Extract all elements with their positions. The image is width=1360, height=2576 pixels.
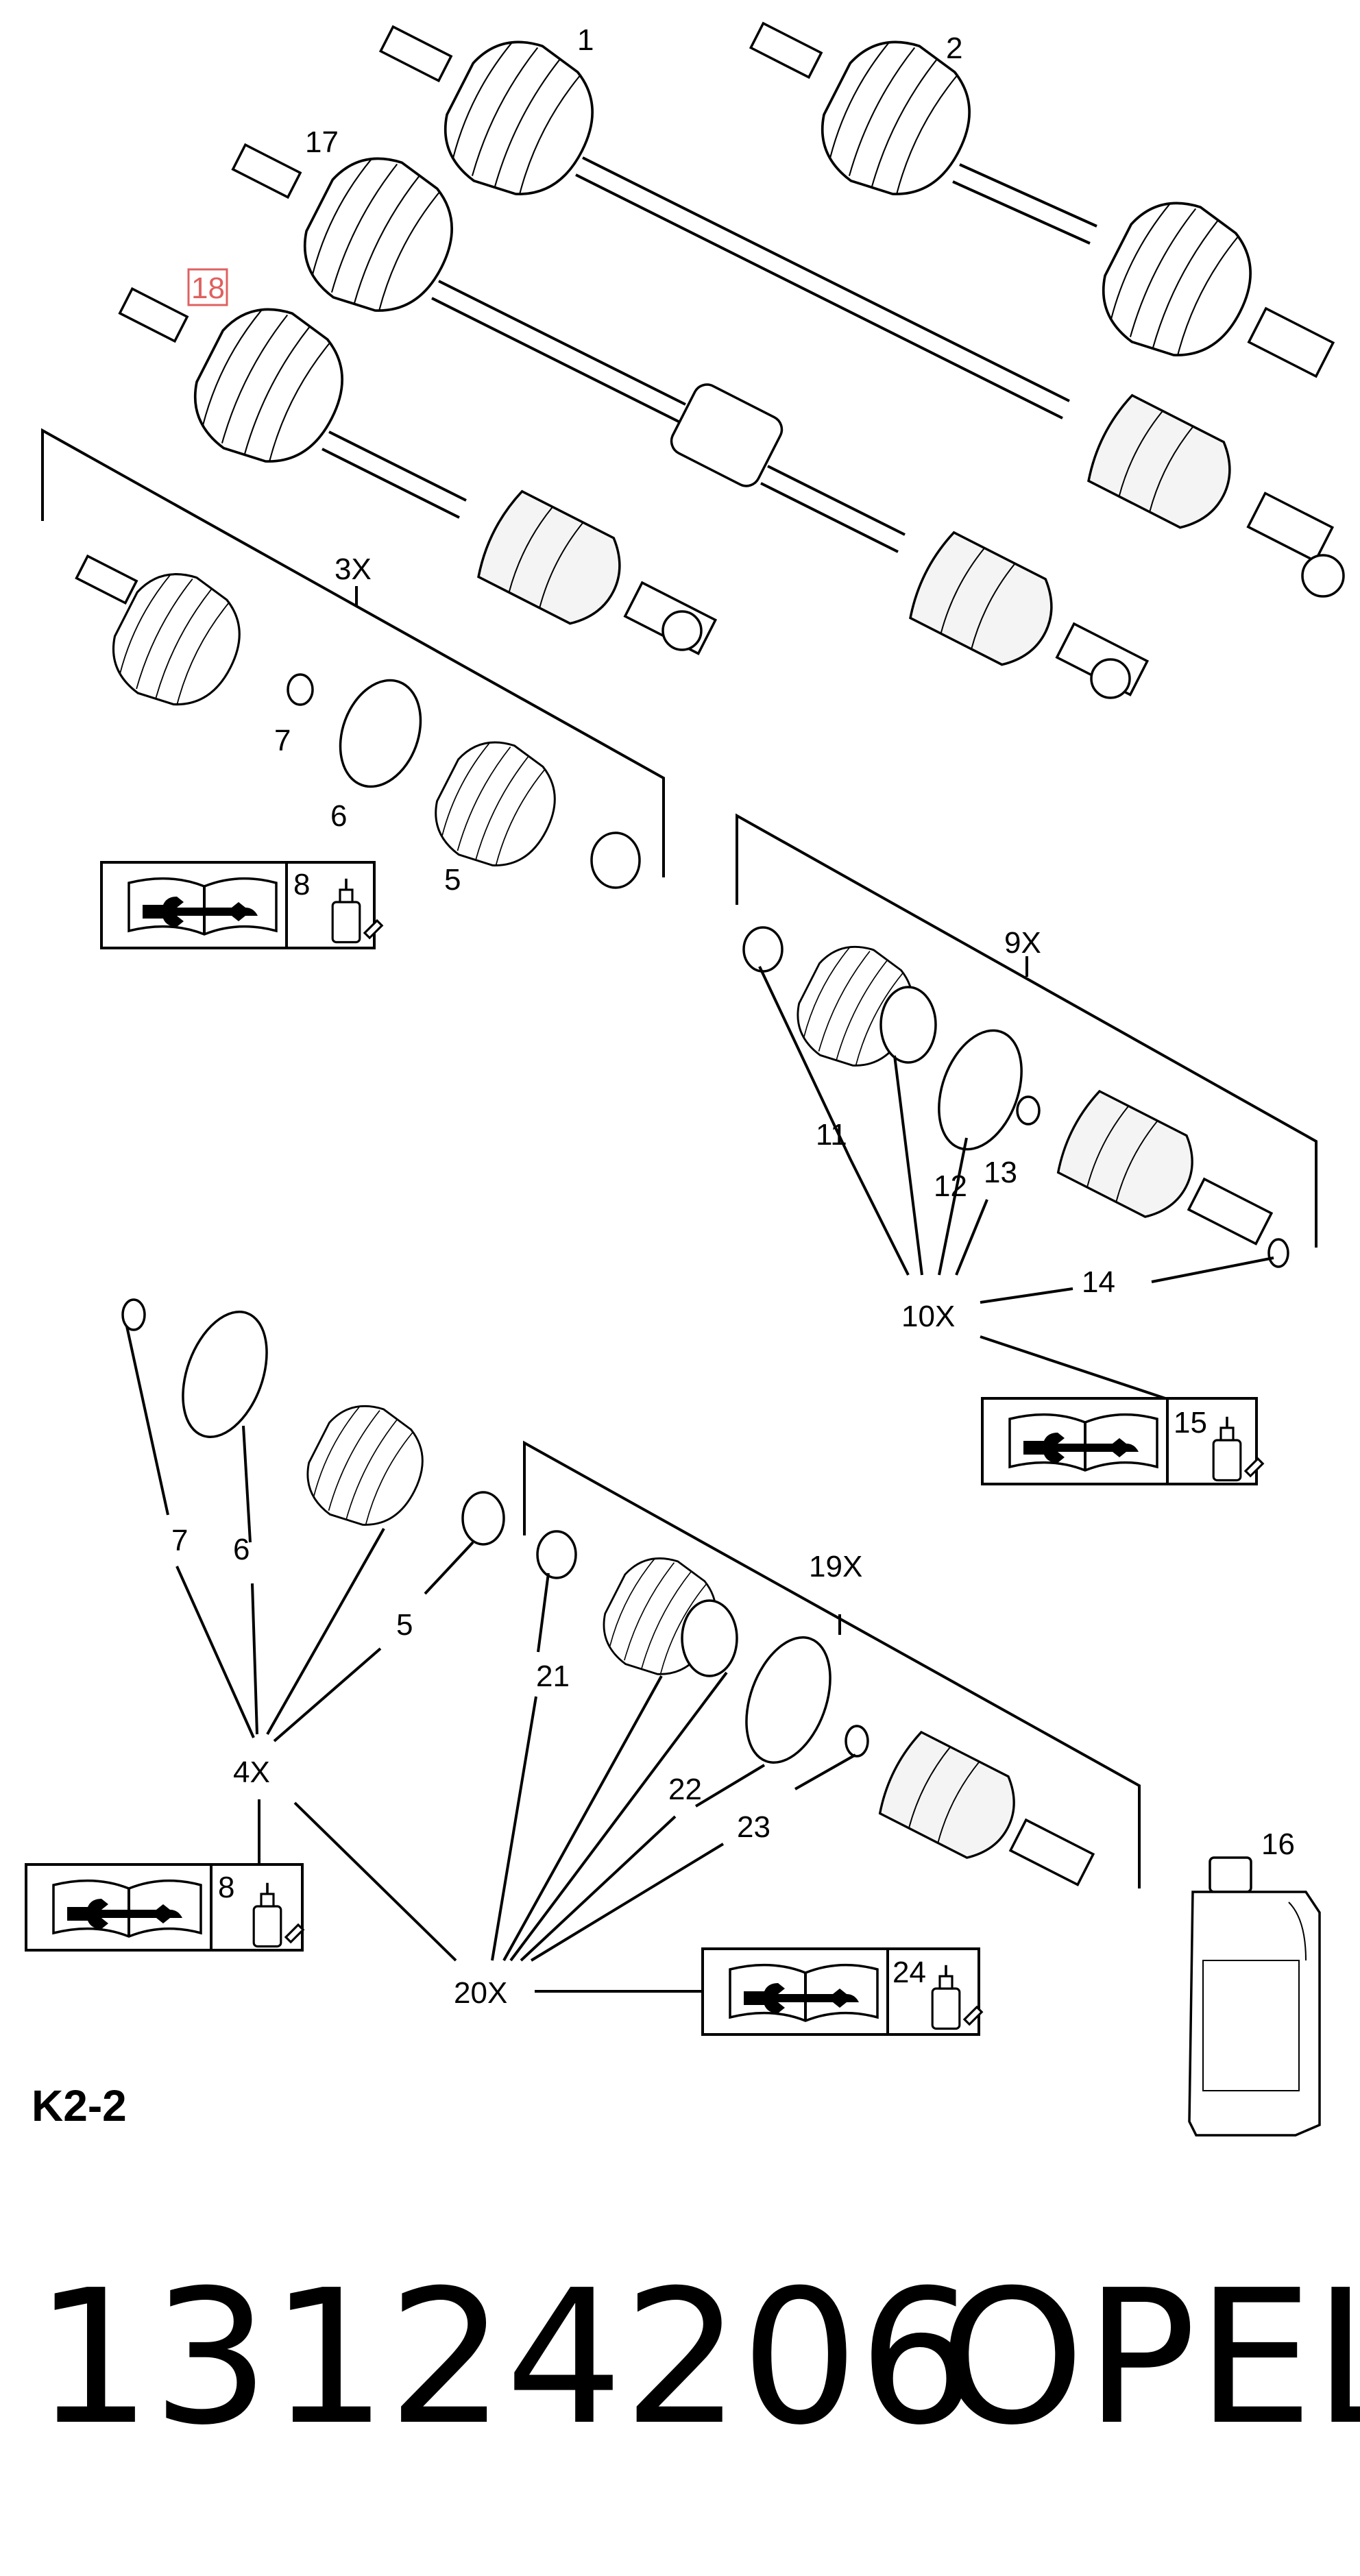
- callout-7-lower: 7: [171, 1524, 188, 1557]
- callout-12: 12: [934, 1169, 967, 1203]
- footer-caption: 13124206 OPEL: [34, 2250, 1360, 2466]
- callout-6-upper: 6: [330, 799, 347, 833]
- callout-11: 11: [816, 1118, 847, 1152]
- callout-17: 17: [305, 125, 339, 159]
- kit-4x-group: [25, 1298, 505, 1962]
- callout-18: 18: [191, 271, 225, 305]
- kit-3x-group: [41, 428, 665, 949]
- callout-4x: 4X: [233, 1755, 270, 1789]
- manual-icon: [981, 1397, 1169, 1485]
- callout-5-lower: 5: [396, 1608, 413, 1642]
- callout-3x: 3X: [335, 552, 372, 586]
- sheet-code: K2-2: [32, 2081, 127, 2130]
- callout-20x: 20X: [454, 1976, 507, 2010]
- manual-icon: [100, 861, 288, 949]
- callout-13: 13: [984, 1156, 1017, 1189]
- callout-8-lower: 8: [218, 1871, 234, 1904]
- brand-name: OPEL: [939, 2250, 1360, 2466]
- callout-18-highlight: [187, 268, 228, 306]
- drive-shaft-2: [749, 20, 1335, 381]
- kit-9x-group: [736, 813, 1318, 1485]
- callout-19x: 19X: [809, 1550, 862, 1583]
- callout-8-upper: 8: [293, 868, 310, 901]
- manual-icon: [701, 1947, 889, 2036]
- callout-16: 16: [1261, 1827, 1295, 1861]
- callout-21: 21: [536, 1660, 570, 1693]
- callout-9x: 9X: [1004, 926, 1041, 960]
- callout-5-upper: 5: [444, 863, 461, 897]
- kit-19x-group: [491, 1440, 1141, 2036]
- callout-6-lower: 6: [233, 1533, 250, 1566]
- manual-icon: [25, 1863, 212, 1952]
- callout-10x: 10X: [901, 1300, 955, 1333]
- callout-24: 24: [892, 1956, 926, 1989]
- callout-7-upper: 7: [274, 724, 291, 757]
- callout-23: 23: [737, 1810, 770, 1844]
- oil-bottle-icon: [1188, 1856, 1321, 2137]
- part-number: 13124206: [34, 2250, 977, 2466]
- drive-shaft-18: [118, 287, 718, 655]
- callout-14: 14: [1082, 1265, 1115, 1299]
- callout-15: 15: [1174, 1406, 1207, 1439]
- callout-1: 1: [577, 23, 594, 57]
- callout-22: 22: [668, 1773, 702, 1806]
- callout-2: 2: [946, 32, 962, 65]
- drive-shaft-17: [231, 136, 1150, 699]
- drive-shaft-1: [378, 20, 1345, 598]
